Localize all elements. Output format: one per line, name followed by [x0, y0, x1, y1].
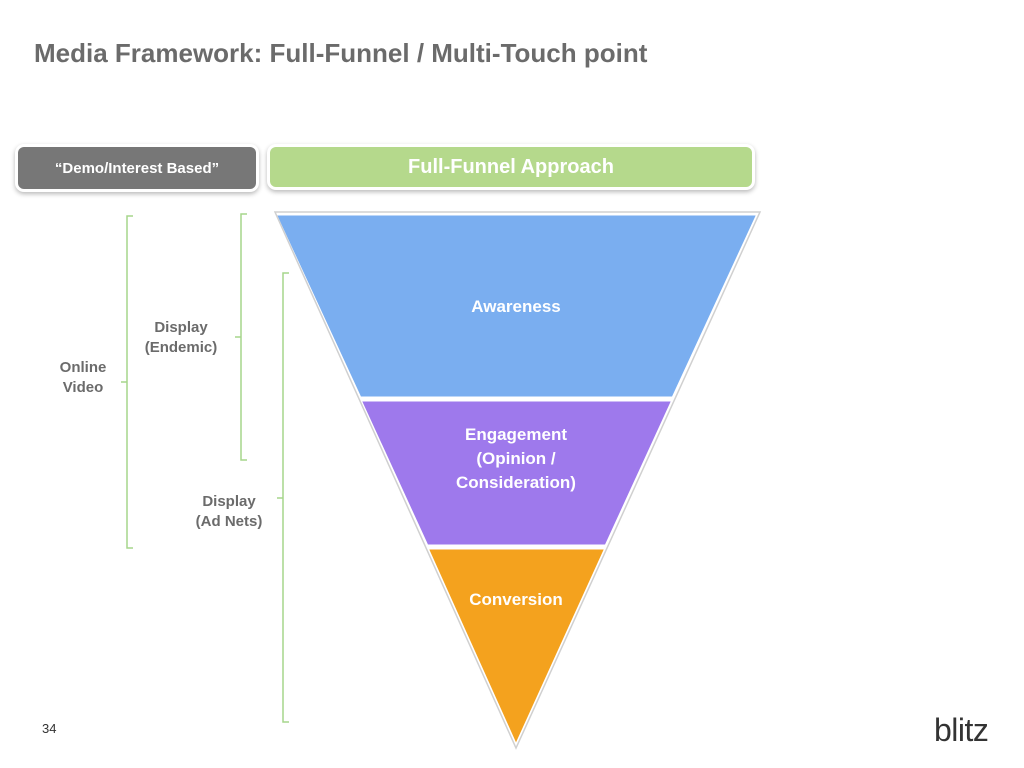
- online-video-line-1: Online: [59, 359, 107, 376]
- full-funnel-box: Full-Funnel Approach: [270, 147, 752, 187]
- bracket-online-video: [121, 215, 133, 549]
- page-title: Media Framework: Full-Funnel / Multi-Tou…: [34, 38, 648, 68]
- bracket-display-ad-nets: [277, 272, 289, 723]
- full-funnel-label: Full-Funnel Approach: [408, 155, 614, 178]
- engagement-line-1: Engagement: [464, 425, 568, 444]
- display-ad-nets-label: Display (Ad Nets): [184, 492, 274, 532]
- demo-interest-label: “Demo/Interest Based”: [54, 159, 220, 177]
- online-video-label: Online Video: [48, 358, 118, 398]
- display-endemic-line-1: Display: [154, 319, 208, 336]
- display-endemic-line-2: (Endemic): [144, 339, 218, 356]
- display-endemic-label: Display (Endemic): [136, 318, 226, 358]
- online-video-line-2: Video: [62, 379, 104, 396]
- demo-interest-box: “Demo/Interest Based”: [18, 147, 256, 189]
- blitz-logo: blitz: [934, 712, 989, 748]
- awareness-label: Awareness: [471, 297, 561, 316]
- page-number: 34: [42, 721, 57, 736]
- funnel-engagement-segment: [357, 398, 676, 548]
- conversion-label: Conversion: [469, 590, 563, 609]
- engagement-label: Engagement (Opinion / Consideration): [416, 423, 616, 495]
- display-ad-nets-line-1: Display: [202, 493, 256, 510]
- engagement-line-2: (Opinion /: [476, 449, 556, 468]
- display-ad-nets-line-2: (Ad Nets): [195, 513, 263, 530]
- funnel-conversion-segment: [424, 546, 609, 750]
- engagement-line-3: Consideration): [456, 473, 576, 492]
- bracket-display-endemic: [235, 213, 247, 461]
